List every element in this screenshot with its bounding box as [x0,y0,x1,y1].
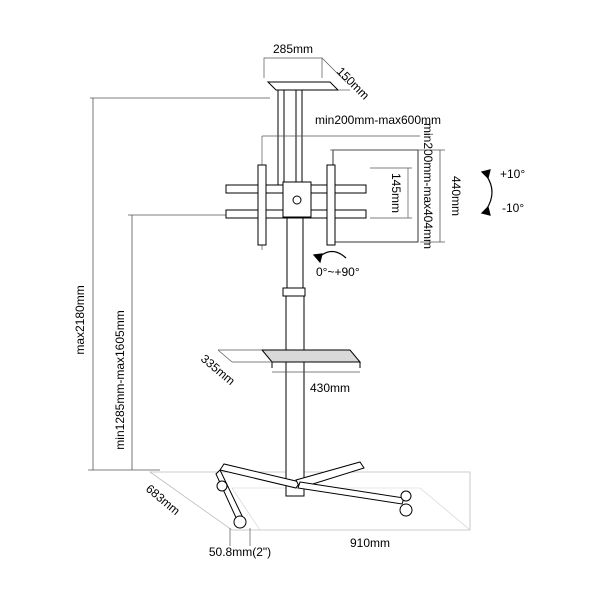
vesa-height-label: min200mm-max404mm [421,123,435,249]
tilt-down-label: -10° [502,201,524,215]
top-plate [266,81,340,185]
caster-wheels [216,480,413,529]
base-legs [215,461,405,523]
vesa-width-label: min200mm-max600mm [315,113,441,127]
total-height-label: max2180mm [73,285,87,354]
base-depth-label: 683mm [143,482,183,518]
top-plate-dimension [263,57,350,91]
shelf-width-label: 430mm [310,381,350,395]
tilt-arrow-icon [480,169,493,216]
mount-height-dimension [128,214,258,470]
tilt-up-label: +10° [500,167,525,181]
top-plate-width-label: 285mm [273,42,313,56]
shelf-dimension [217,349,360,373]
floor-area [148,471,471,531]
floor-right [231,487,471,531]
bracket-height-dimension [370,167,412,219]
shelf-depth-label: 335mm [198,352,238,388]
center-pole [282,217,306,497]
mount-height-label: min1285mm-max1605mm [113,310,127,449]
panel-height-label: 440mm [449,176,463,216]
rotation-arrow-icon [312,250,347,264]
total-height-dimension [88,97,270,471]
shelf [260,349,362,368]
caster-dimension [229,528,251,546]
vesa-bracket [225,164,367,246]
rotation-label: 0°~+90° [316,265,360,279]
caster-size-label: 50.8mm(2") [209,545,271,559]
bracket-height-label: 145mm [389,173,403,213]
top-plate-depth-label: 150mm [334,64,372,102]
base-width-label: 910mm [350,536,390,550]
